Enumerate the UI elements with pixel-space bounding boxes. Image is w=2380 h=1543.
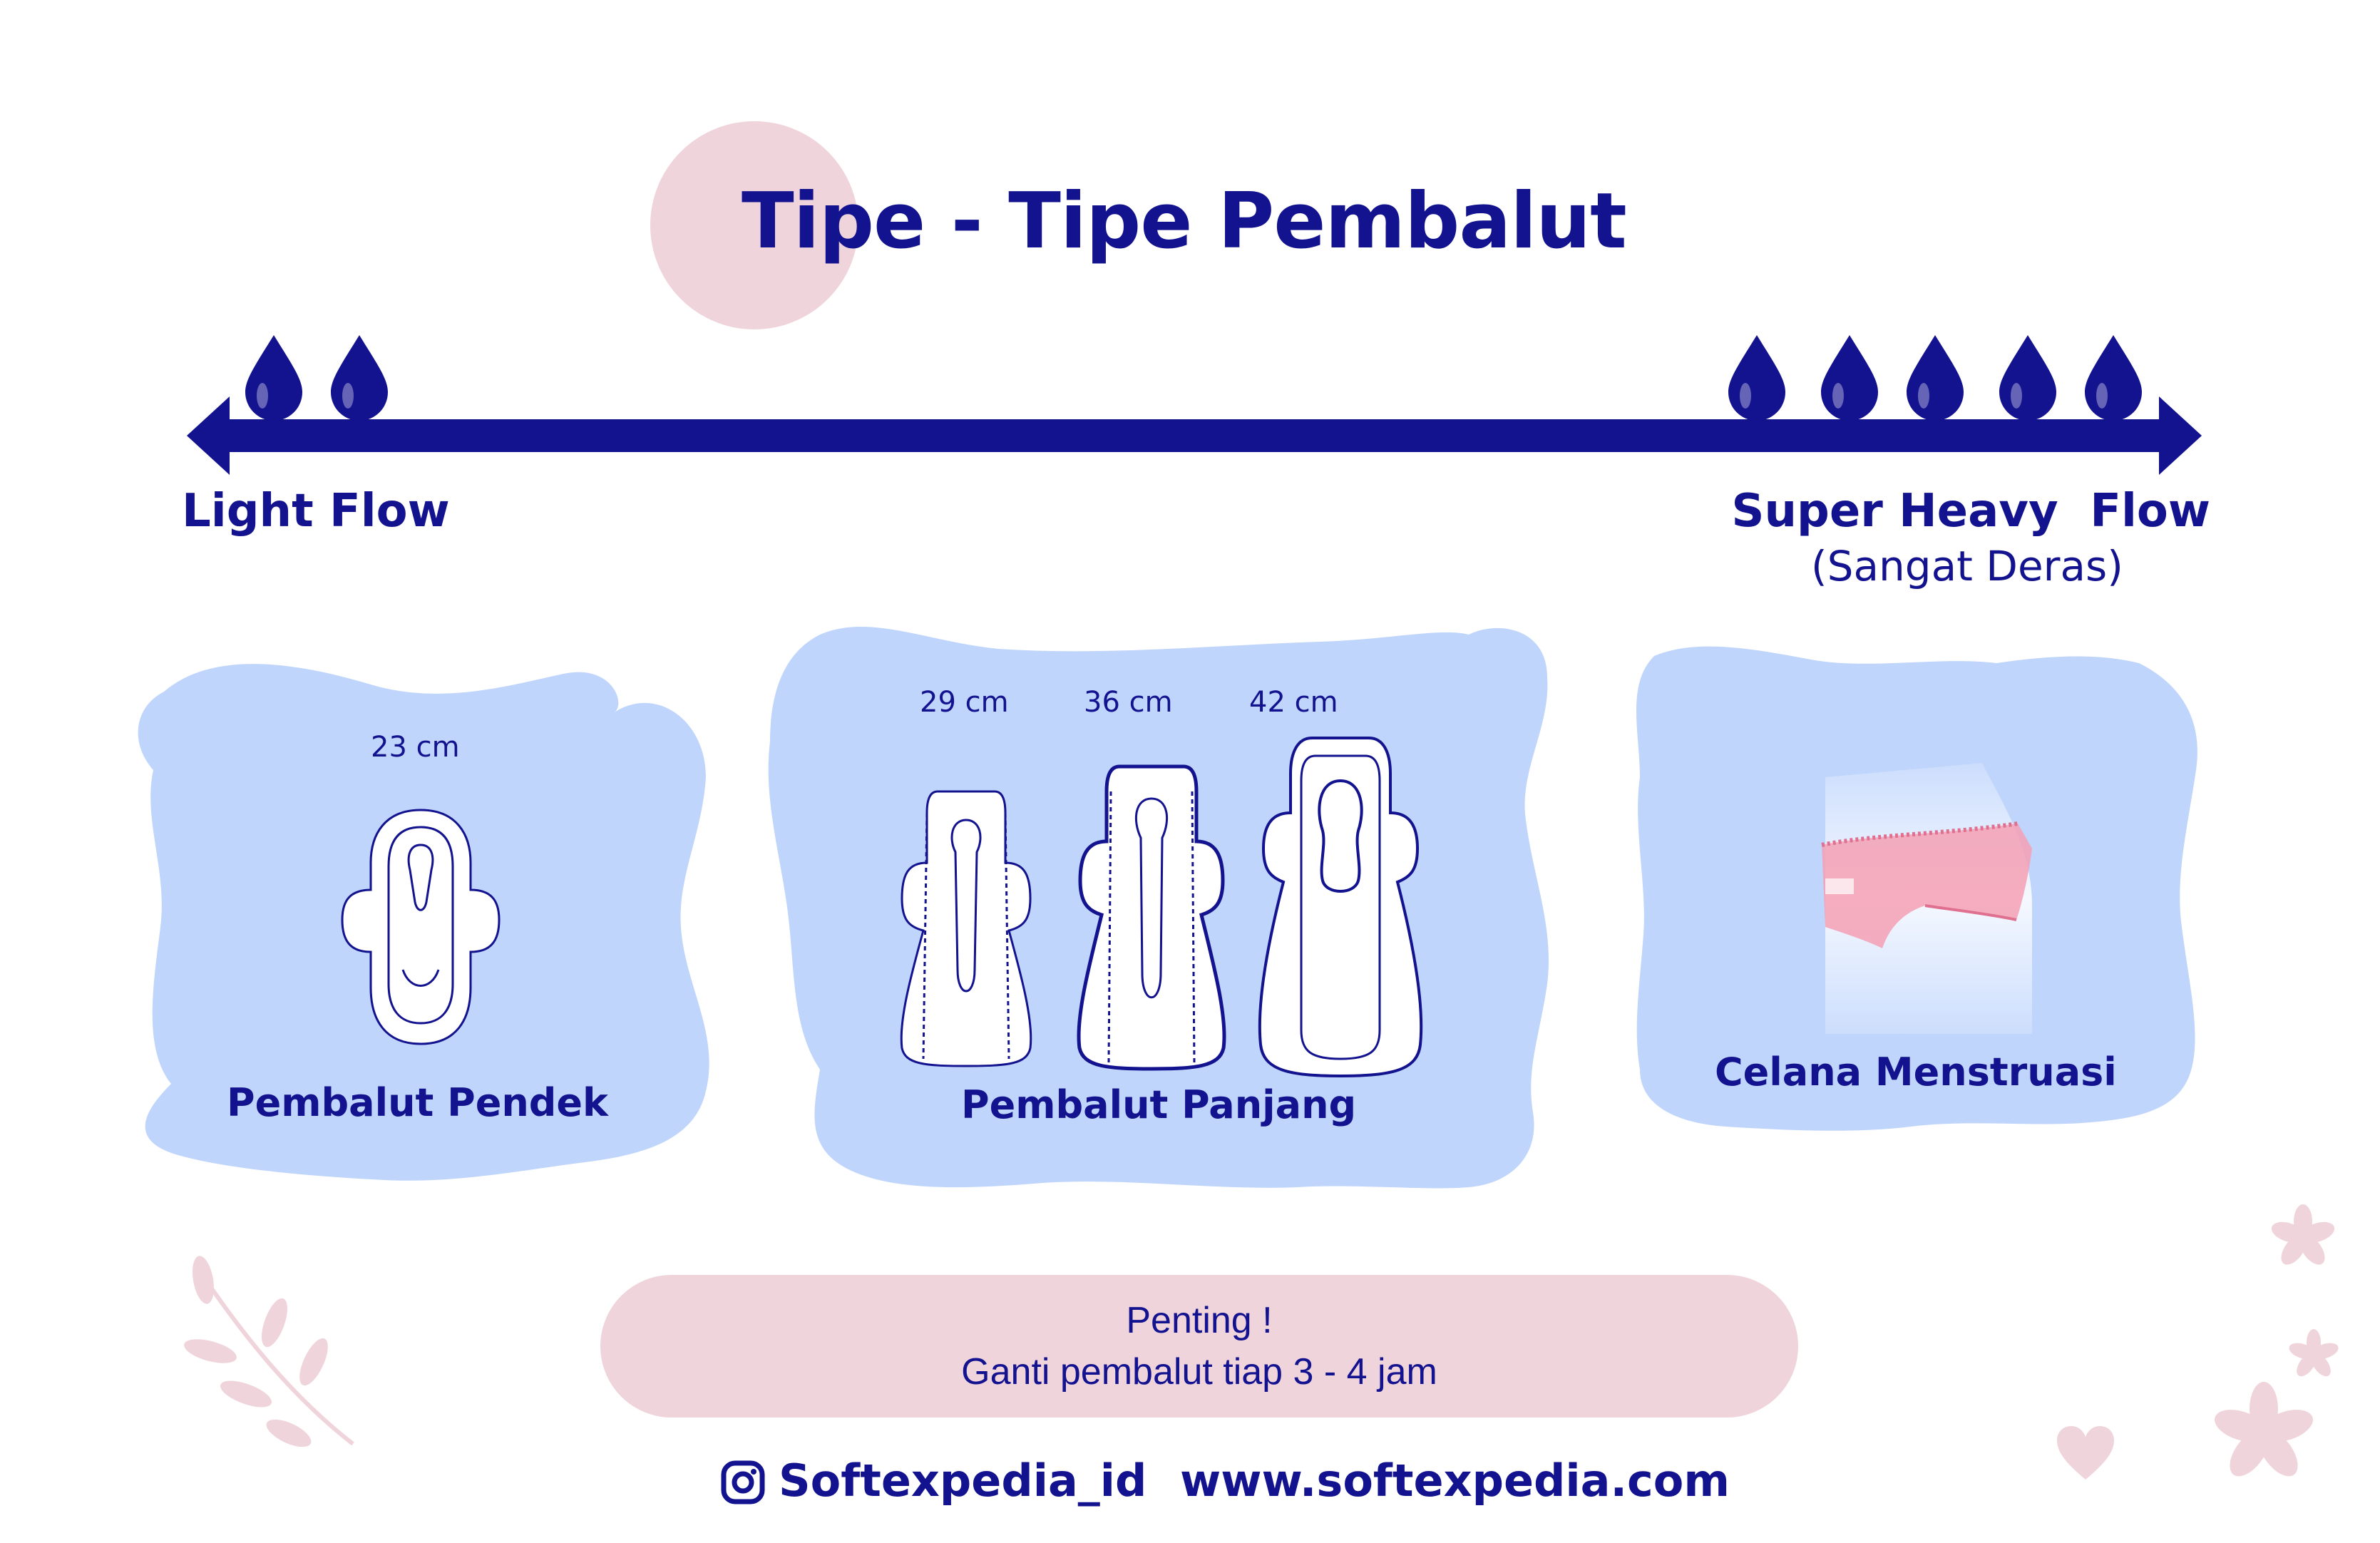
heavy-flow-block: Super Heavy Flow: [1640, 485, 2210, 538]
size-label-23: 23 cm: [371, 731, 460, 764]
water-drop-icon: [1728, 335, 1785, 421]
water-drop-icon: [331, 335, 388, 421]
size-label-42: 42 cm: [1249, 686, 1338, 719]
website-link[interactable]: www.softexpedia.com: [1180, 1455, 1730, 1507]
double-arrow-icon: [187, 396, 2202, 475]
instagram-icon[interactable]: [720, 1460, 766, 1505]
water-drop-icon: [1821, 335, 1878, 421]
size-label-29: 29 cm: [920, 686, 1009, 719]
short-pad-label: Pembalut Pendek: [227, 1080, 608, 1125]
pad-icon: [341, 809, 501, 1045]
flower-icon: [2271, 1204, 2335, 1265]
heavy-flow-sublabel: (Sangat Deras): [1811, 542, 2123, 590]
size-label-36: 36 cm: [1084, 686, 1173, 719]
instagram-handle[interactable]: Softexpedia_id: [779, 1455, 1147, 1507]
page-title: Tipe - Tipe Pembalut: [742, 177, 1627, 266]
menstrual-panty-icon: [1821, 763, 2032, 1034]
note-heading: Penting !: [1126, 1300, 1273, 1341]
water-drop-icon: [2085, 335, 2142, 421]
water-drop-icon: [245, 335, 302, 421]
heart-icon: [2057, 1426, 2114, 1480]
note-text: Ganti pembalut tiap 3 - 4 jam: [961, 1351, 1437, 1393]
leaf-decoration-icon: [184, 1256, 354, 1447]
pad-icon: [1258, 737, 1423, 1078]
heavy-flow-label: Super Heavy Flow: [1731, 485, 2210, 538]
flower-icon: [2289, 1329, 2339, 1377]
flower-icon: [2214, 1382, 2314, 1477]
important-note: Penting ! Ganti pembalut tiap 3 - 4 jam: [600, 1275, 1798, 1418]
water-drop-icon: [1999, 335, 2056, 421]
pad-icon: [900, 790, 1032, 1067]
long-pad-label: Pembalut Panjang: [961, 1082, 1357, 1127]
title-accent-circle: [650, 121, 858, 329]
light-flow-label: Light Flow: [182, 485, 450, 538]
flow-scale: [187, 335, 2202, 475]
menstrual-panty-label: Celana Menstruasi: [1715, 1050, 2117, 1095]
water-drop-icon: [1907, 335, 1964, 421]
pad-icon: [1077, 764, 1226, 1071]
